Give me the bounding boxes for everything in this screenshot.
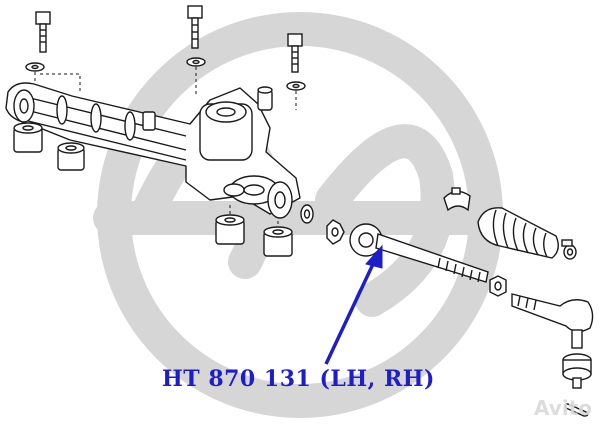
callout-pointer xyxy=(324,244,383,365)
cotter-pin-icon xyxy=(564,403,589,417)
clamp-icon xyxy=(561,239,577,260)
bolt-icon xyxy=(35,11,51,53)
washer-icon xyxy=(286,81,306,91)
tie-rod-end-icon xyxy=(511,293,594,389)
steering-rack-icon xyxy=(5,82,301,219)
washer-icon xyxy=(300,204,314,224)
bushing-icon xyxy=(57,142,85,171)
bolt-icon xyxy=(187,5,203,49)
washer-icon xyxy=(326,219,345,245)
bushing-icon xyxy=(13,122,43,153)
bushing-icon xyxy=(215,214,245,245)
bushing-icon xyxy=(263,226,293,257)
nut-icon xyxy=(489,275,507,297)
boot-icon xyxy=(477,207,559,259)
watermark-text: Avito xyxy=(534,396,592,420)
washer-icon xyxy=(186,57,206,67)
clamp-icon xyxy=(443,187,471,212)
washer-icon xyxy=(25,62,45,72)
part-number-label: HT 870 131 (LH, RH) xyxy=(162,366,435,392)
tie-rod-icon xyxy=(349,223,489,283)
bolt-icon xyxy=(287,33,303,73)
